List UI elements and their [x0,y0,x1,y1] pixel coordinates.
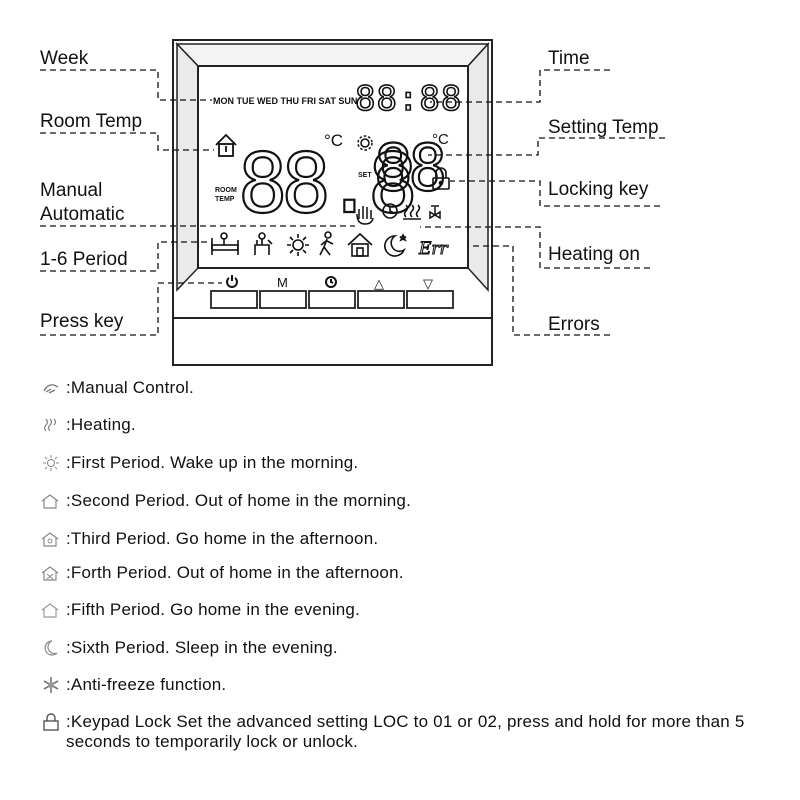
house-out-afternoon-icon [40,563,66,583]
power-symbol-icon [226,275,238,288]
callout-heating-on: Heating on [548,244,640,265]
up-key[interactable] [357,290,405,309]
period-leader [40,241,212,272]
callout-setting-temp: Setting Temp [548,117,659,138]
callout-room-temp: Room Temp [40,111,142,132]
lcd-set-degree: °C [432,131,449,148]
callout-errors: Errors [548,314,600,335]
left-callouts [40,69,355,336]
legend-text: :Sixth Period. Sleep in the evening. [66,638,338,657]
valve-lcd-icon [429,205,441,220]
legend-row-heating: :Heating. [40,415,780,453]
room-temp-leader [40,132,214,151]
legend-row-first-period: :First Period. Wake up in the morning. [40,453,780,491]
thermostat-diagram: MON TUE WED THU FRI SAT SUN 88:88 88.8 °… [40,39,665,366]
clock-key[interactable] [308,290,356,309]
moon-icon [40,638,66,658]
lcd-screen [197,65,469,269]
callout-period: 1-6 Period [40,249,128,270]
lcd-set-digits: 88 [374,132,444,206]
legend-row-keypad-lock: :Keypad Lock Set the advanced setting LO… [40,712,780,752]
down-key-label: ▽ [423,276,433,291]
legend-text: :Anti-freeze function. [66,675,227,694]
legend-row-fifth-period: :Fifth Period. Go home in the evening. [40,600,780,638]
up-key-label: △ [374,276,384,291]
locking-key-leader [450,180,660,207]
walking-person-icon [319,231,334,256]
period-icons-row [211,231,407,257]
callout-time: Time [548,48,590,69]
legend-row-anti-freeze: :Anti-freeze function. [40,675,780,712]
time-leader [430,69,610,103]
callout-manual: Manual [40,180,102,201]
legend-text: :Third Period. Go home in the afternoon. [66,529,379,548]
legend-text: :Manual Control. [66,378,194,397]
icon-legend: :Manual Control. :Heating. :First Period… [40,378,780,752]
lcd-room-label-2: TEMP [215,196,235,203]
keypad [210,290,454,309]
lock-icon [40,712,66,732]
mode-key[interactable] [259,290,307,309]
errors-leader [468,245,610,336]
heating-lcd-icon [403,204,421,220]
callout-week: Week [40,48,89,69]
room-house-icon [215,133,237,157]
lcd-room-digits: 88.8 [238,137,413,232]
press-key-leader [40,282,222,336]
legend-text: :Keypad Lock Set the advanced setting LO… [66,712,745,751]
legend-text: :Fifth Period. Go home in the evening. [66,600,360,619]
house-lcd-icon [347,232,373,257]
legend-row-sixth-period: :Sixth Period. Sleep in the evening. [40,638,780,675]
manual-hand-icon [40,378,66,398]
bed-wake-icon [211,232,239,255]
heating-icon [40,415,66,435]
legend-row-second-period: :Second Period. Out of home in the morni… [40,491,780,529]
lcd-clock: 88:88 [355,79,462,119]
manual-hand-lcd-icon [356,206,374,225]
power-key[interactable] [210,290,258,309]
sun-icon [40,453,66,473]
house-out-icon [40,491,66,511]
sun-lcd-icon [287,234,309,256]
legend-text: :Forth Period. Out of home in the aftern… [66,563,404,582]
callout-press-key: Press key [40,311,124,332]
lcd-weekdays: MON TUE WED THU FRI SAT SUN [213,96,357,106]
clock-symbol-icon [325,276,337,288]
lcd-error-text: Err [418,239,449,259]
house-in-icon [40,529,66,549]
setting-temp-leader [428,137,665,156]
lcd-set-label: SET [358,172,372,179]
legend-text: :First Period. Wake up in the morning. [66,453,359,472]
lock-lcd-icon [432,167,450,190]
lcd-bezel [175,43,490,67]
legend-row-third-period: :Third Period. Go home in the afternoon. [40,529,780,563]
down-key[interactable] [406,290,454,309]
mode-key-label: M [277,275,288,290]
sofa-person-icon [254,232,273,255]
legend-row-manual: :Manual Control. [40,378,780,415]
lcd-room-degree: °C [324,131,343,150]
legend-row-forth-period: :Forth Period. Out of home in the aftern… [40,563,780,600]
week-leader [40,69,212,101]
heating-on-leader [420,226,650,269]
lcd-bezel-side [176,42,199,292]
lcd-room-label-1: ROOM [215,187,237,194]
right-callouts [420,69,665,336]
house-evening-icon [40,600,66,620]
lcd-bezel-side-right [467,42,489,292]
callout-automatic: Automatic [40,204,124,225]
callout-locking-key: Locking key [548,179,649,200]
legend-text: :Second Period. Out of home in the morni… [66,491,412,510]
legend-text: :Heating. [66,415,136,434]
clock-lcd-icon [382,203,398,219]
moon-lcd-icon [384,233,407,257]
snowflake-icon [40,675,66,695]
gear-icon [357,135,373,151]
